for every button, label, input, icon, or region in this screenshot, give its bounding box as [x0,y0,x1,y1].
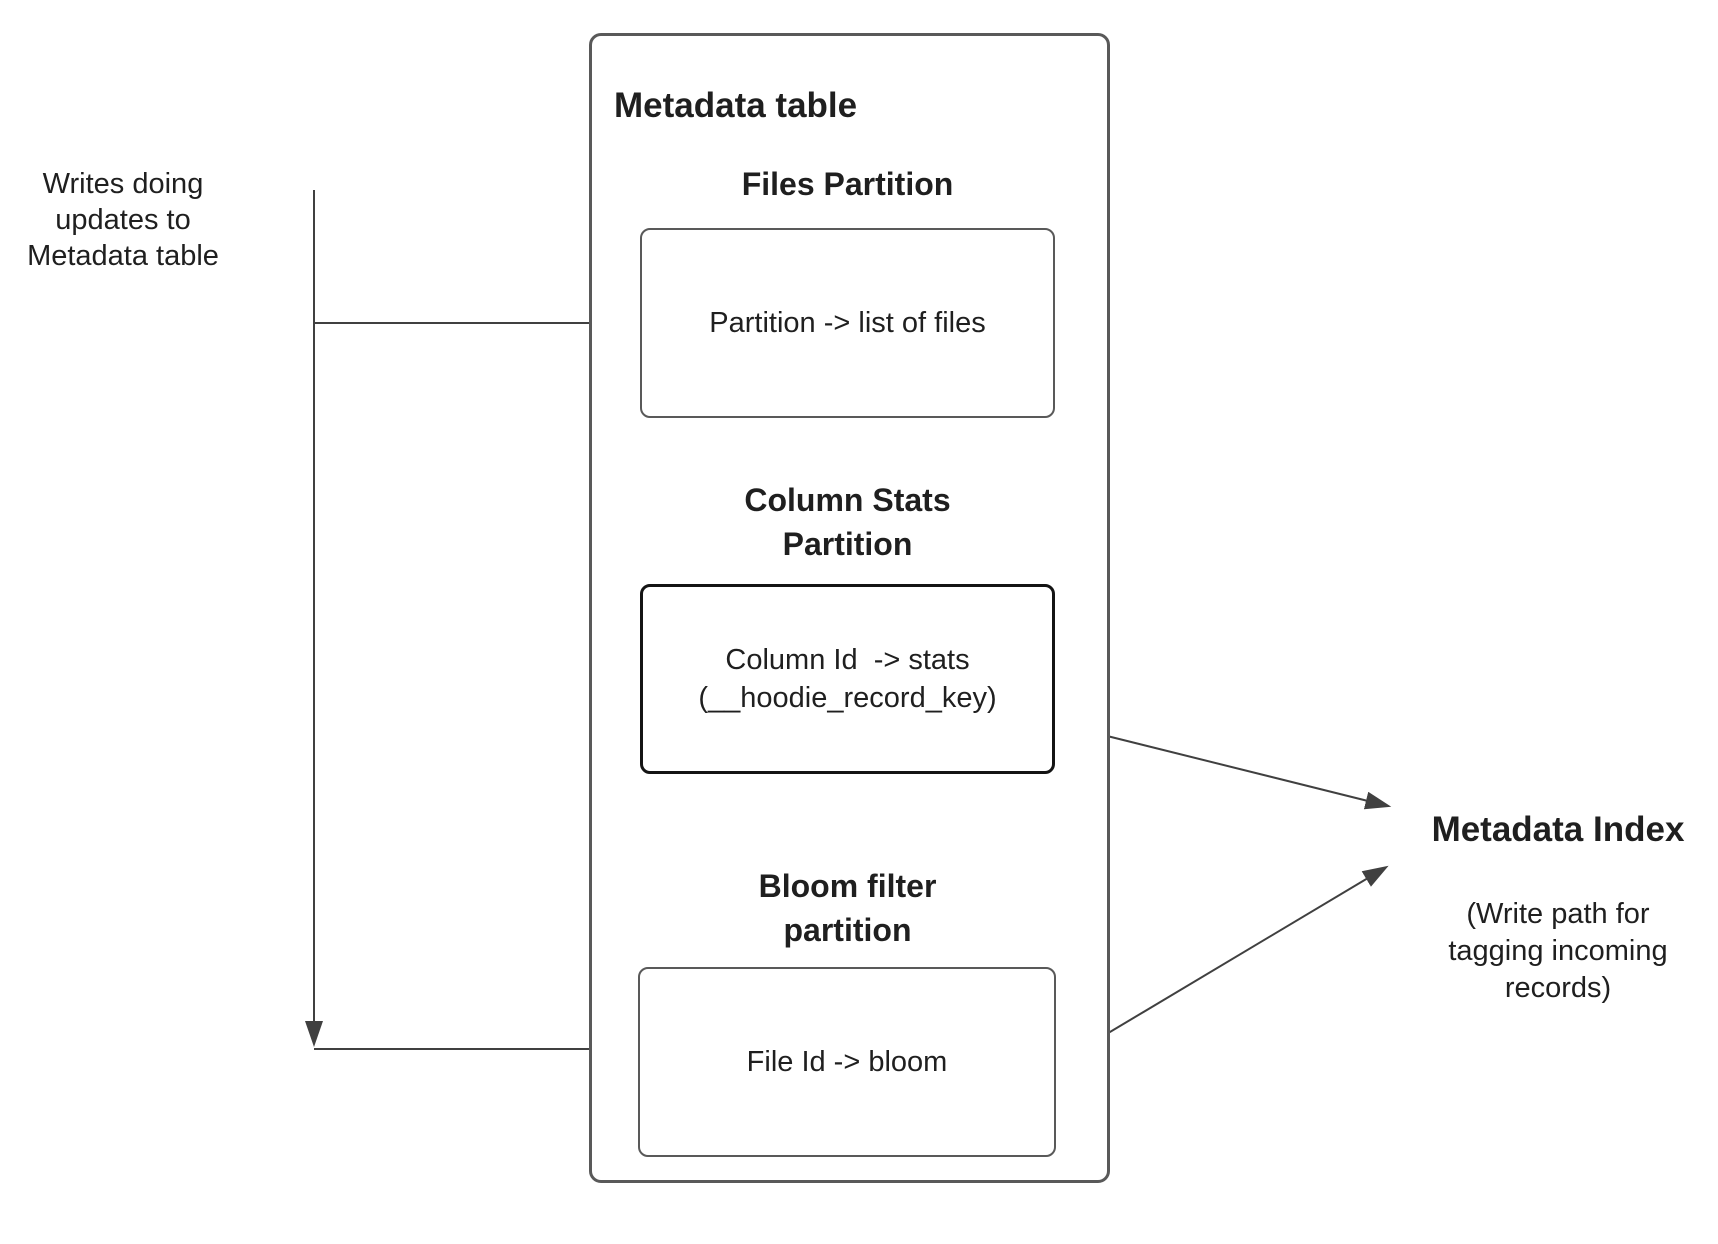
files-partition-body: Partition -> list of files [709,307,986,339]
bloom-filter-box: File Id -> bloom [638,967,1056,1157]
files-partition-heading: Files Partition [741,166,954,202]
files-partition-box: Partition -> list of files [640,228,1055,418]
metadata-table-title: Metadata table [614,86,858,125]
metadata-index-subtitle: (Write path for tagging incoming records… [1448,898,1668,1004]
column-stats-heading: Column Stats Partition [744,482,951,562]
column-stats-body: Column Id -> stats (__hoodie_record_key) [698,644,997,714]
metadata-table-box: Metadata table Files Partition Partition… [589,33,1110,1183]
column-stats-box: Column Id -> stats (__hoodie_record_key) [640,584,1055,774]
bloom-filter-body: File Id -> bloom [746,1046,948,1078]
writes-note: Writes doing updates to Metadata table [27,168,219,272]
metadata-index-title: Metadata Index [1431,810,1685,849]
bloom-filter-heading: Bloom filter partition [758,868,937,948]
